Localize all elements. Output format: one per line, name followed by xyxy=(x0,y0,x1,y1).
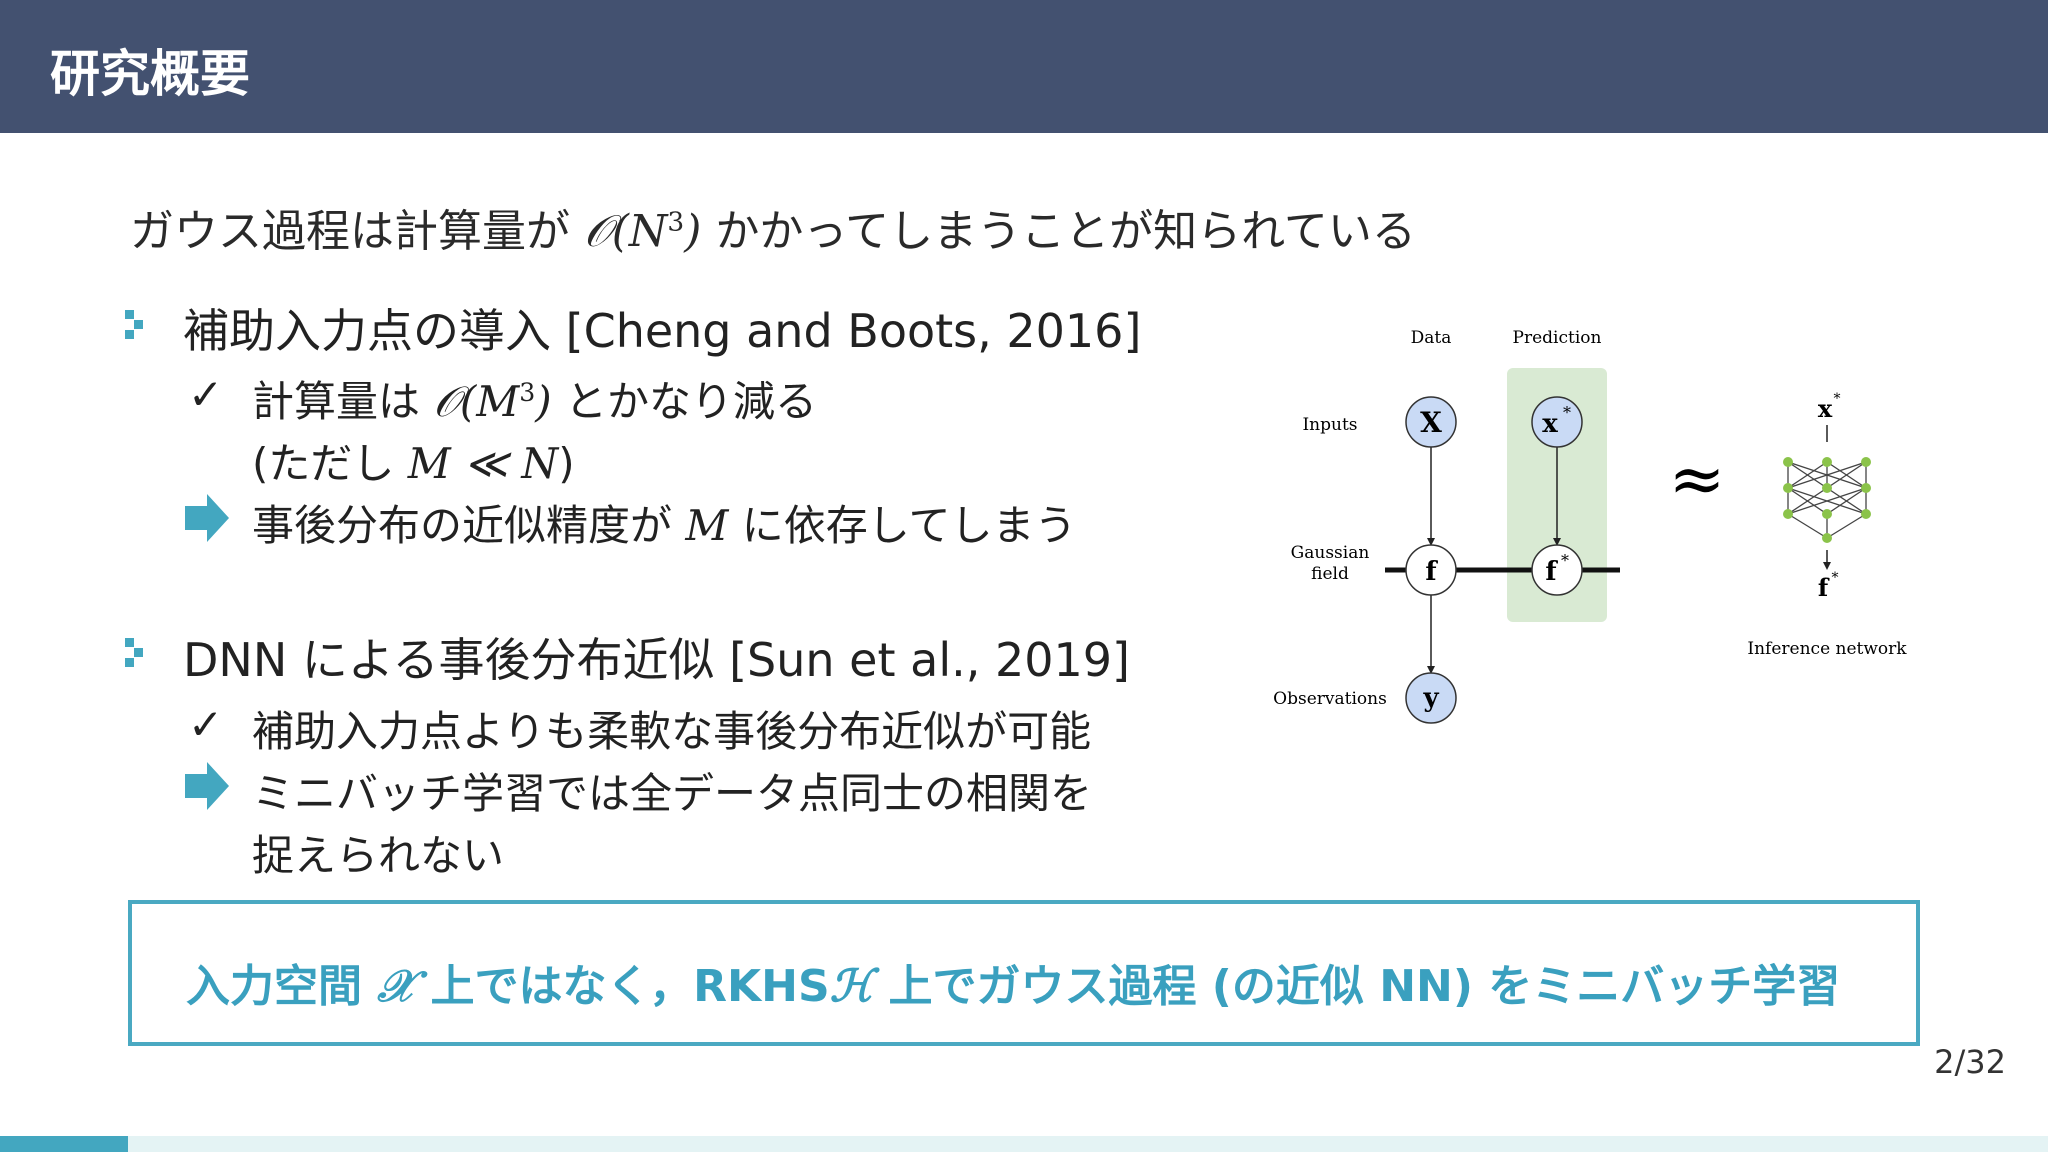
lead-prefix: ガウス過程は計算量が xyxy=(130,206,570,257)
sub-item: (ただし M ≪ N) xyxy=(252,439,575,488)
sub-item: 事後分布の近似精度が M に依存してしまう xyxy=(252,501,1077,550)
net-input-label: x xyxy=(1818,394,1833,423)
row-label-gaussian: Gaussian xyxy=(1291,543,1370,563)
progress-fill xyxy=(0,1136,128,1152)
gp-diagram: Data Prediction Inputs Gaussian field Ob… xyxy=(1245,290,1965,820)
sub-item: 計算量は 𝒪(M3) とかなり減る xyxy=(252,377,818,426)
bullet-title: 補助入力点の導入 [Cheng and Boots, 2016] xyxy=(183,304,1142,358)
row-label-observations: Observations xyxy=(1273,689,1387,709)
conclusion-text: 入力空間 𝒳 上ではなく，RKHSℋ 上でガウス過程 (の近似 NN) をミニバ… xyxy=(186,961,1841,1012)
arrow-right-icon xyxy=(185,494,229,542)
svg-text:*: * xyxy=(1563,403,1571,422)
bullet-title: DNN による事後分布近似 [Sun et al., 2019] xyxy=(183,633,1130,687)
inference-network-label: Inference network xyxy=(1747,639,1907,659)
bullet-marker-icon xyxy=(125,638,143,667)
svg-text:f: f xyxy=(1425,557,1438,587)
gp-diagram-svg: Data Prediction Inputs Gaussian field Ob… xyxy=(1273,328,1907,724)
net-output-label: f xyxy=(1818,573,1830,602)
net-nodes xyxy=(1783,457,1871,543)
row-label-field: field xyxy=(1311,564,1349,584)
sub-item: ミニバッチ学習では全データ点同士の相関を xyxy=(252,769,1093,818)
col-label-data: Data xyxy=(1411,328,1452,348)
net-edges xyxy=(1787,461,1867,539)
node-f-star xyxy=(1531,544,1583,596)
arrow-right-icon xyxy=(185,762,229,810)
node-f xyxy=(1405,544,1457,596)
svg-text:*: * xyxy=(1832,570,1839,586)
lead-sentence: ガウス過程は計算量が 𝒪(N3) かかってしまうことが知られている xyxy=(130,195,1416,259)
node-x xyxy=(1405,396,1457,448)
svg-text:X: X xyxy=(1420,406,1442,439)
svg-text:x: x xyxy=(1542,409,1558,439)
check-icon: ✓ xyxy=(188,700,224,749)
slide-header: 研究概要 xyxy=(0,0,2048,133)
lead-complexity: 𝒪(N3) xyxy=(584,206,702,257)
svg-text:f: f xyxy=(1545,557,1558,587)
node-y xyxy=(1405,672,1457,724)
sub-item: 補助入力点よりも柔軟な事後分布近似が可能 xyxy=(252,707,1092,756)
svg-text:*: * xyxy=(1561,551,1569,570)
svg-text:y: y xyxy=(1422,683,1439,713)
bullet-marker-icon xyxy=(125,310,143,339)
lead-suffix: かかってしまうことが知られている xyxy=(715,206,1416,257)
svg-text:*: * xyxy=(1834,391,1841,407)
slide-title: 研究概要 xyxy=(50,45,250,103)
node-x-star xyxy=(1531,396,1583,448)
sub-item: 捉えられない xyxy=(252,831,505,880)
conclusion-box: 入力空間 𝒳 上ではなく，RKHSℋ 上でガウス過程 (の近似 NN) をミニバ… xyxy=(128,900,1920,1046)
progress-bar xyxy=(0,1136,2048,1152)
col-label-prediction: Prediction xyxy=(1513,328,1602,348)
check-icon: ✓ xyxy=(188,370,224,419)
approx-symbol: ≈ xyxy=(1669,440,1726,519)
page-number: 2/32 xyxy=(1934,1043,2006,1081)
row-label-inputs: Inputs xyxy=(1302,415,1357,435)
